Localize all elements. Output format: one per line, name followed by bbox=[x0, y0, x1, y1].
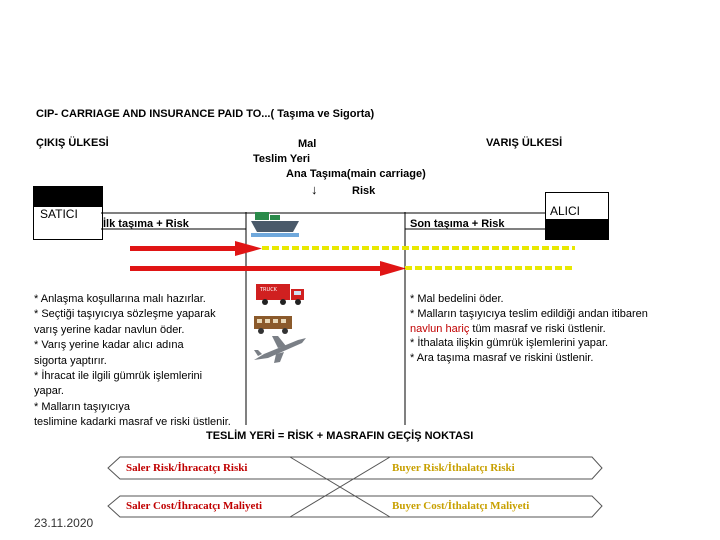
first-carriage-label: İlk taşıma + Risk bbox=[103, 218, 189, 230]
main-carriage-label: Ana Taşıma(main carriage) bbox=[286, 168, 426, 180]
diagram-title: CIP- CARRIAGE AND INSURANCE PAID TO...( … bbox=[36, 108, 375, 120]
transfer-point-label: TESLİM YERİ = RİSK + MASRAFIN GEÇİŞ NOKT… bbox=[206, 430, 474, 442]
last-carriage-label: Son taşıma + Risk bbox=[410, 218, 505, 230]
seller-duty: yapar. bbox=[34, 385, 64, 398]
seller-cost-label: Saler Cost/İhracatçı Maliyeti bbox=[126, 500, 263, 512]
truck-label: TRUCK bbox=[260, 287, 277, 293]
buyer-box: ALICI bbox=[545, 192, 609, 240]
airplane-icon bbox=[254, 336, 306, 363]
seller-duty: varış yerine kadar navlun öder. bbox=[34, 323, 185, 336]
cost-arrow-head bbox=[380, 261, 406, 276]
seller-duty: * Seçtiği taşıyıcıya sözleşme yaparak bbox=[34, 308, 216, 321]
freight-excluded-text: navlun hariç bbox=[410, 322, 470, 335]
seller-duty: * Varış yerine kadar alıcı adına bbox=[34, 339, 184, 352]
train-icon bbox=[254, 316, 292, 334]
seller-box-header bbox=[34, 187, 102, 207]
buyer-duty: navlun hariç tüm masraf ve riski üstleni… bbox=[410, 322, 648, 337]
cost-arrow-shaft bbox=[130, 266, 380, 271]
buyer-cost-label: Buyer Cost/İthalatçı Maliyeti bbox=[392, 500, 530, 512]
buyer-duty-rest: tüm masraf ve riski üstlenir. bbox=[469, 322, 606, 335]
seller-duty: * Malların taşıyıcıya bbox=[34, 400, 130, 413]
risk-double-arrow bbox=[107, 456, 603, 480]
seller-box: SATICI bbox=[33, 186, 103, 240]
date-label: 23.11.2020 bbox=[34, 516, 94, 530]
buyer-box-footer bbox=[546, 219, 608, 239]
buyer-duty: * Ara taşıma masraf ve riskini üstlenir. bbox=[410, 352, 594, 365]
seller-duty: * Anlaşma koşullarına malı hazırlar. bbox=[34, 293, 206, 305]
risk-arrow-head bbox=[235, 241, 262, 256]
risk-label: Risk bbox=[352, 185, 376, 197]
buyer-label: ALICI bbox=[550, 204, 581, 218]
buyer-risk-label: Buyer Risk/İthalatçı Riski bbox=[392, 462, 515, 474]
cost-double-arrow bbox=[107, 495, 603, 518]
import-country-label: VARIŞ ÜLKESİ bbox=[486, 137, 563, 149]
seller-duty: sigorta yaptırır. bbox=[34, 354, 107, 367]
buyer-duty: * Malların taşıyıcıya teslim edildiği an… bbox=[410, 307, 648, 320]
seller-duty: teslimine kadarki masraf ve riski üstlen… bbox=[34, 416, 231, 429]
seller-label: SATICI bbox=[40, 207, 78, 221]
seller-duties-list: * Anlaşma koşullarına malı hazırlar. * S… bbox=[34, 292, 231, 431]
truck-icon bbox=[256, 284, 304, 305]
risk-arrow-shaft bbox=[130, 246, 235, 251]
buyer-duties-list: * Mal bedelini öder. * Malların taşıyıcı… bbox=[410, 292, 648, 366]
seller-risk-label: Saler Risk/İhracatçı Riski bbox=[126, 462, 248, 474]
delivery-place-label: Teslim Yeri bbox=[253, 153, 311, 165]
seller-duty: * İhracat ile ilgili gümrük işlemlerini bbox=[34, 370, 203, 383]
buyer-duty: * Mal bedelini öder. bbox=[410, 293, 504, 305]
cross-line-2 bbox=[289, 456, 391, 518]
export-country-label: ÇIKIŞ ÜLKESİ bbox=[36, 137, 109, 149]
buyer-duty: * İthalata ilişkin gümrük işlemlerini ya… bbox=[410, 337, 609, 350]
down-arrow-icon: ↓ bbox=[311, 182, 318, 197]
goods-label: Mal bbox=[298, 138, 317, 150]
ship-icon bbox=[251, 212, 299, 237]
